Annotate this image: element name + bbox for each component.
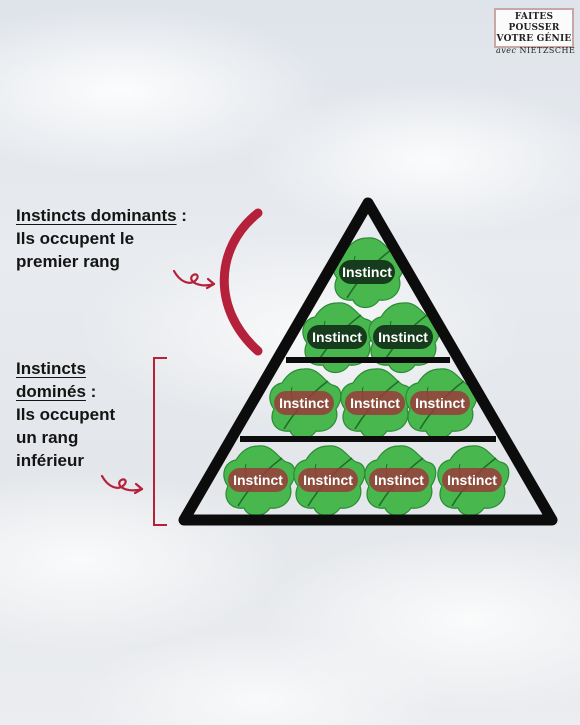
dominated-heading-word-2: dominés: [16, 382, 86, 401]
instinct-pill: [274, 391, 334, 415]
instinct-label: Instinct: [447, 472, 497, 488]
square-bracket-icon: [153, 357, 167, 526]
instinct-pill: [369, 468, 429, 492]
instinct-node: Instinct: [293, 445, 366, 517]
instinct-node: Instinct: [364, 445, 437, 517]
instinct-label: Instinct: [279, 395, 329, 411]
dominant-line-2: premier rang: [16, 252, 120, 271]
brand-name: NIETZSCHE: [519, 46, 576, 55]
instinct-node: Instinct: [340, 368, 413, 440]
dominated-heading-word-1: Instincts: [16, 359, 86, 378]
instinct-pill: [345, 391, 405, 415]
instinct-label: Instinct: [374, 472, 424, 488]
instinct-node: Instinct: [302, 302, 375, 374]
instinct-label: Instinct: [233, 472, 283, 488]
dominated-line-3: inférieur: [16, 451, 85, 470]
instinct-pill: [228, 468, 288, 492]
dominant-annotation: Instincts dominants : Ils occupent le pr…: [16, 204, 216, 273]
dominant-heading-row: Instincts dominants :: [16, 204, 216, 227]
dominant-line-1: Ils occupent le: [16, 229, 135, 248]
instinct-pill: [410, 391, 470, 415]
instinct-label: Instinct: [312, 329, 362, 345]
brand-avec: avec: [496, 46, 517, 55]
brand-line-1: FAITES POUSSER: [508, 12, 560, 33]
instinct-pill: [442, 468, 502, 492]
dominated-heading-colon: :: [85, 382, 97, 401]
instinct-label: Instinct: [378, 329, 428, 345]
instinct-label: Instinct: [350, 395, 400, 411]
instinct-label: Instinct: [415, 395, 465, 411]
instinct-pill: [339, 260, 395, 284]
pyramid-outline: [178, 197, 558, 526]
dominated-annotation: Instincts dominés : Ils occupent un rang…: [16, 357, 146, 472]
instinct-node: Instinct: [269, 368, 342, 440]
dominated-line-2: un rang: [16, 428, 79, 447]
instinct-pill: [298, 468, 358, 492]
instinct-node: Instinct: [223, 445, 296, 517]
instinct-node: Instinct: [405, 368, 478, 440]
dominant-heading-colon: :: [176, 206, 187, 225]
dominated-heading-1: Instincts: [16, 357, 146, 380]
dominated-line-1: Ils occupent: [16, 405, 116, 424]
instinct-label: Instinct: [342, 264, 392, 280]
arc-bracket-icon: [219, 208, 263, 356]
instinct-pill: [373, 325, 433, 349]
instinct-node: Instinct: [332, 237, 405, 309]
instinct-pill: [307, 325, 367, 349]
instinct-node: Instinct: [437, 445, 510, 517]
instinct-node: Instinct: [368, 302, 441, 374]
instinct-label: Instinct: [303, 472, 353, 488]
curved-arrow-icon: [172, 269, 216, 290]
brand-line-2: VOTRE GÉNIE: [496, 34, 572, 44]
curved-arrow-icon: [100, 474, 144, 495]
dominant-heading: Instincts dominants: [16, 206, 177, 225]
dominated-heading-2: dominés :: [16, 380, 146, 403]
